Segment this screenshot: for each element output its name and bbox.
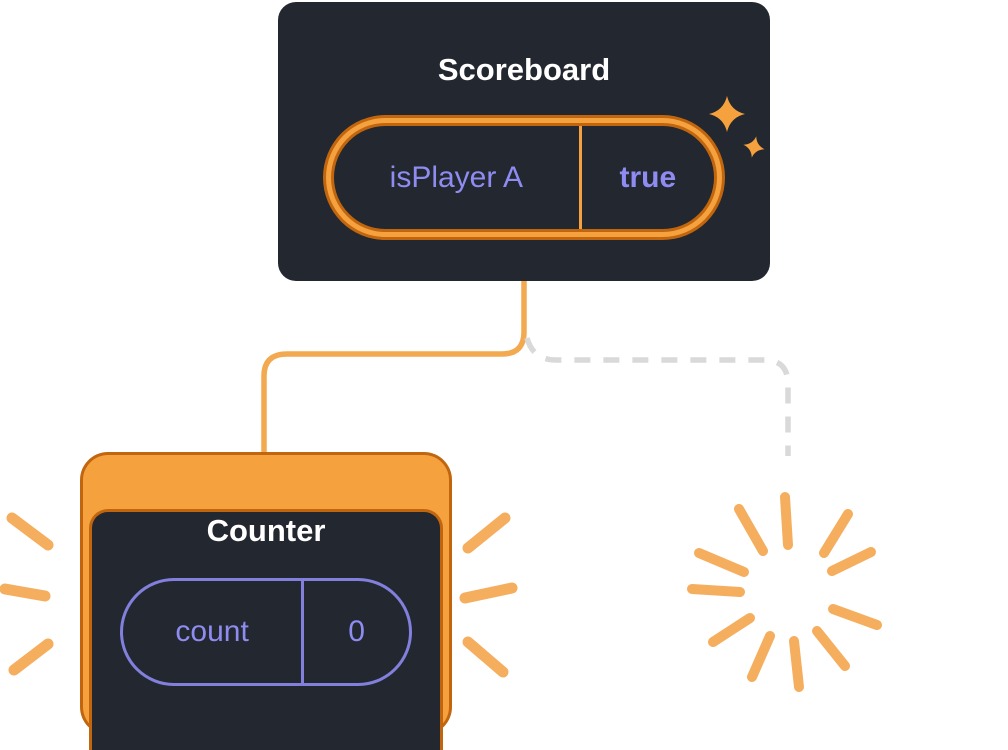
scoreboard-state-pill-core: isPlayer A true [334, 126, 714, 229]
counter-state-pill: count 0 [120, 578, 412, 686]
scoreboard-state-divider [578, 126, 582, 229]
counter-state-divider [301, 581, 305, 683]
removed-child-connector-line [524, 337, 791, 456]
scoreboard-state-pill: isPlayer A true [323, 115, 725, 240]
scoreboard-state-value: true [619, 160, 677, 194]
parent-child-connector-line [261, 278, 527, 457]
scoreboard-state-pill-highlight-ring: isPlayer A true [326, 118, 722, 237]
counter-component-card: Counter count 0 [80, 452, 452, 750]
scoreboard-component-card: Scoreboard isPlayer A true [278, 2, 770, 281]
counter-state-key: count [175, 615, 249, 648]
counter-state-value: 0 [348, 615, 365, 648]
counter-card-highlight-ring: Counter count 0 [83, 455, 449, 750]
emphasis-burst-right [459, 512, 518, 678]
scoreboard-title: Scoreboard [437, 52, 611, 87]
counter-card-core: Counter count 0 [92, 512, 440, 750]
counter-title: Counter [206, 513, 326, 548]
scoreboard-state-key: isPlayer A [389, 160, 524, 194]
emphasis-burst-left [0, 512, 54, 676]
poof-burst-icon [687, 492, 882, 692]
